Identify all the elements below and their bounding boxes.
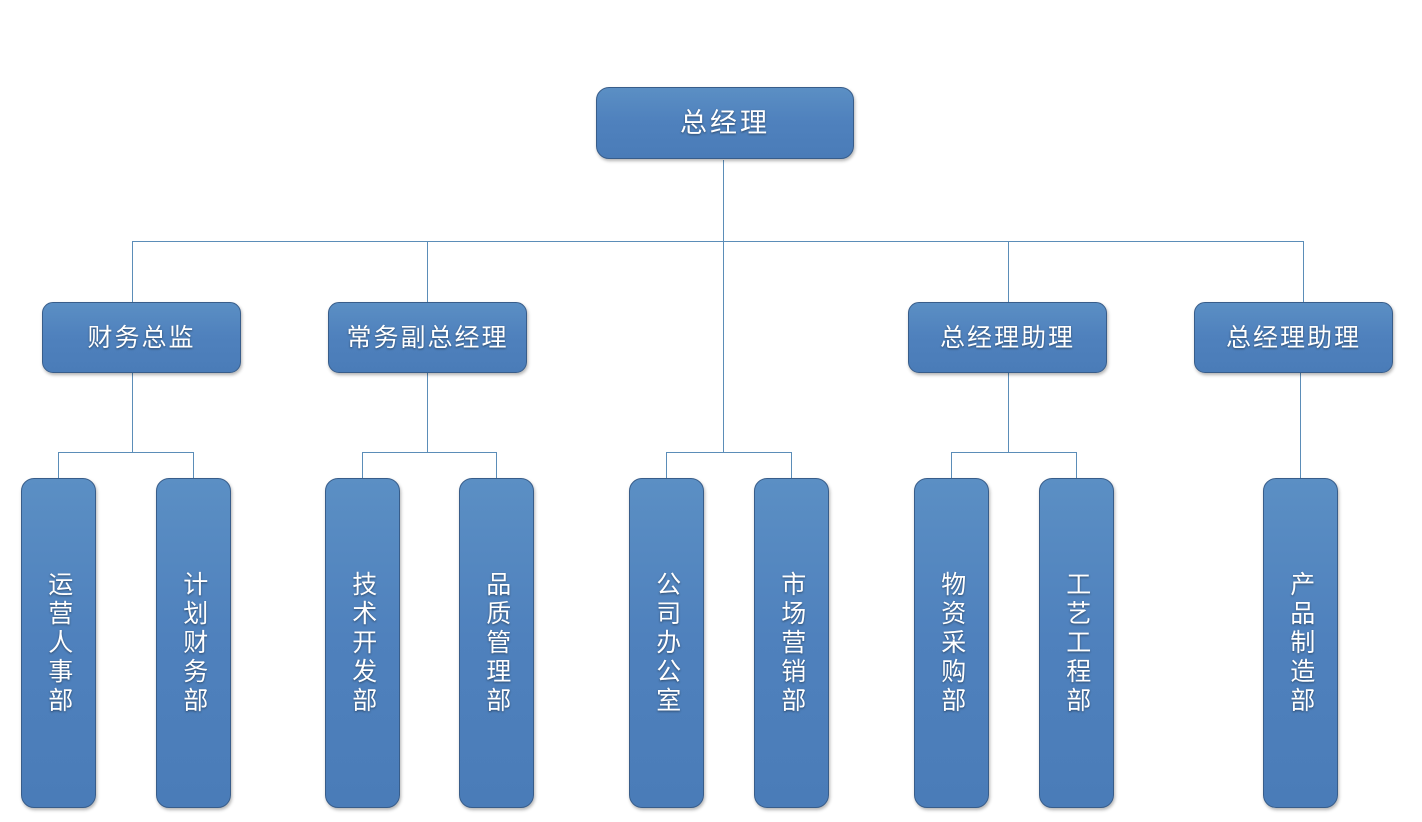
node-label: 技术开发部 <box>348 570 378 716</box>
node-technology-development-department[interactable]: 技术开发部 <box>325 478 400 808</box>
connector-bus-to-cfo <box>132 241 133 303</box>
node-general-manager[interactable]: 总经理 <box>596 87 854 159</box>
node-process-engineering-department[interactable]: 工艺工程部 <box>1039 478 1114 808</box>
connector-assistant-1-to-dept-2 <box>1076 452 1077 484</box>
connector-cfo-to-dept-2 <box>193 452 194 484</box>
node-label: 财务总监 <box>87 323 196 352</box>
node-label: 产品制造部 <box>1286 570 1316 716</box>
connector-cfo-bus <box>58 452 193 453</box>
node-planning-finance-department[interactable]: 计划财务部 <box>156 478 231 808</box>
connector-assistant-1-bus <box>951 452 1076 453</box>
node-material-procurement-department[interactable]: 物资采购部 <box>914 478 989 808</box>
node-marketing-department[interactable]: 市场营销部 <box>754 478 829 808</box>
connector-root-center-trunk <box>723 241 724 452</box>
node-label: 总经理助理 <box>1225 323 1361 352</box>
node-label: 工艺工程部 <box>1062 570 1092 716</box>
connector-center-to-dept-2 <box>791 452 792 484</box>
connector-assistant-2-to-dept <box>1300 372 1301 484</box>
node-label: 物资采购部 <box>937 570 967 716</box>
node-label: 公司办公室 <box>652 570 682 716</box>
node-label: 常务副总经理 <box>346 323 509 352</box>
node-gm-assistant-2[interactable]: 总经理助理 <box>1194 302 1393 373</box>
node-executive-deputy-general-manager[interactable]: 常务副总经理 <box>328 302 527 373</box>
node-company-office[interactable]: 公司办公室 <box>629 478 704 808</box>
connector-cfo-to-dept-1 <box>58 452 59 484</box>
connector-assistant-1-stem <box>1008 372 1009 452</box>
node-gm-assistant-1[interactable]: 总经理助理 <box>908 302 1107 373</box>
connector-deputy-gm-stem <box>427 372 428 452</box>
connector-main-bus <box>132 241 1304 242</box>
connector-root-trunk <box>723 160 724 242</box>
connector-center-bus <box>666 452 791 453</box>
connector-bus-to-assistant-2 <box>1303 241 1304 303</box>
connector-deputy-gm-bus <box>362 452 496 453</box>
node-label: 总经理助理 <box>939 323 1075 352</box>
connector-cfo-stem <box>132 372 133 452</box>
node-label: 计划财务部 <box>179 570 209 716</box>
node-label: 市场营销部 <box>777 570 807 716</box>
node-label: 运营人事部 <box>44 570 74 716</box>
connector-center-to-dept-1 <box>666 452 667 484</box>
connector-bus-to-deputy-gm <box>427 241 428 303</box>
connector-deputy-gm-to-dept-2 <box>496 452 497 484</box>
node-quality-management-department[interactable]: 品质管理部 <box>459 478 534 808</box>
node-label: 品质管理部 <box>482 570 512 716</box>
connector-assistant-1-to-dept-1 <box>951 452 952 484</box>
node-label: 总经理 <box>680 107 770 139</box>
connector-bus-to-assistant-1 <box>1008 241 1009 303</box>
node-finance-director[interactable]: 财务总监 <box>42 302 241 373</box>
connector-deputy-gm-to-dept-1 <box>362 452 363 484</box>
node-operations-hr-department[interactable]: 运营人事部 <box>21 478 96 808</box>
node-product-manufacturing-department[interactable]: 产品制造部 <box>1263 478 1338 808</box>
